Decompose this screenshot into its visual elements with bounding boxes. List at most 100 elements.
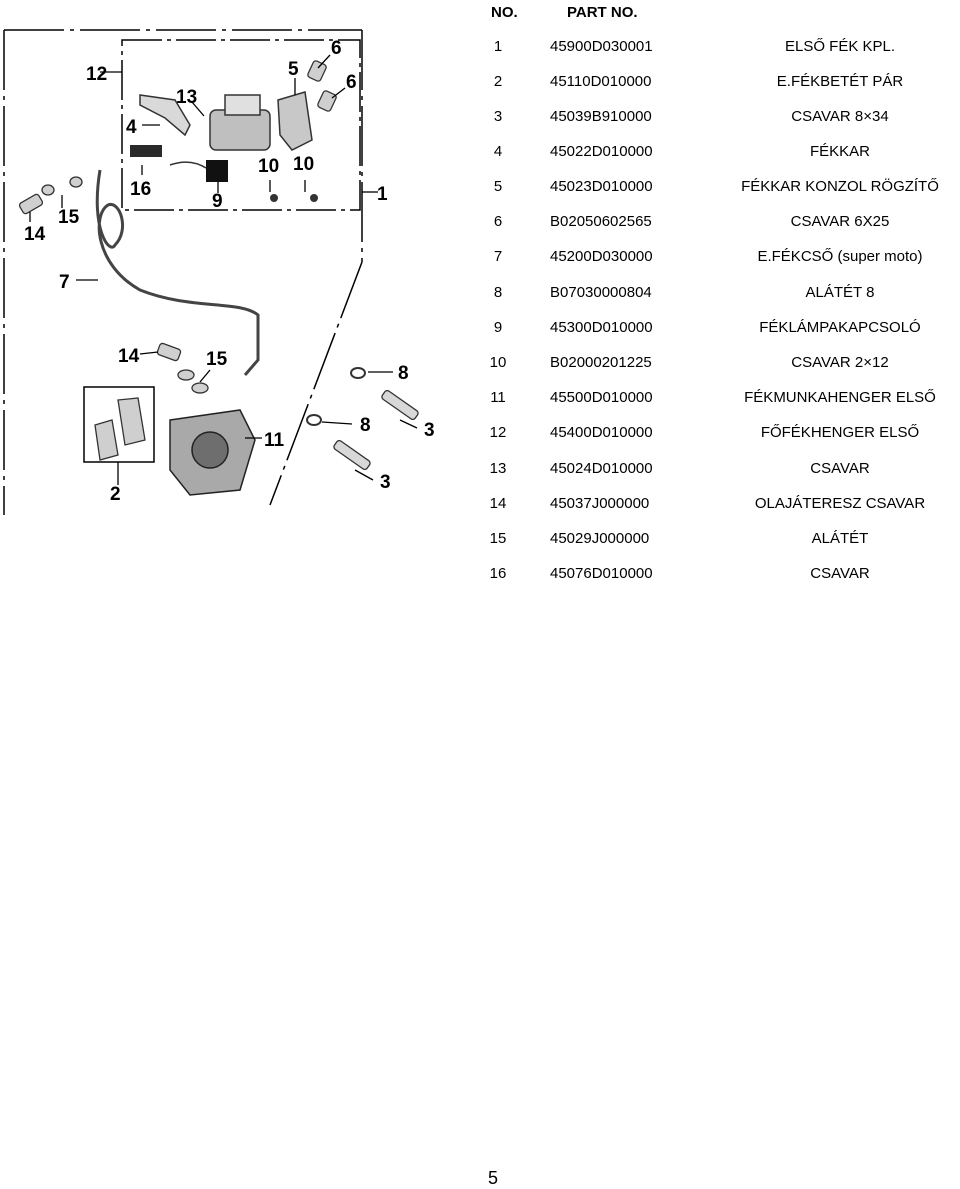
table-row: 7 45200D030000 E.FÉKCSŐ (super moto): [480, 248, 960, 283]
banjo-bolt-part: [18, 176, 83, 215]
callout-8: 8: [360, 415, 371, 436]
table-row: 5 45023D010000 FÉKKAR KONZOL RÖGZÍTŐ: [480, 178, 960, 213]
callout-15: 15: [58, 207, 80, 228]
row-description: FÉKKAR KONZOL RÖGZÍTŐ: [741, 178, 939, 195]
row-no: 6: [493, 213, 503, 230]
assembly-outline: [3, 29, 363, 515]
row-no: 10: [489, 354, 507, 371]
table-row: 16 45076D010000 CSAVAR: [480, 565, 960, 600]
row-no: 1: [493, 38, 503, 55]
small-screw-part: [270, 194, 318, 202]
callout-13: 13: [176, 87, 197, 108]
row-description: FŐFÉKHENGER ELSŐ: [760, 424, 920, 441]
master-cylinder-part: [209, 94, 271, 151]
caliper-bolt-part: [333, 389, 419, 471]
brake-hose-part: [95, 169, 260, 376]
bolt-part: [307, 60, 337, 112]
row-no: 7: [493, 248, 503, 265]
lower-banjo-bolt-part: [156, 342, 209, 394]
callout-11: 11: [264, 430, 285, 451]
exploded-parts-diagram: 1 2 3 3 4 5 6 6 7 8 8 9 10 10 11 12 13 1…: [0, 0, 480, 520]
row-no: 5: [493, 178, 503, 195]
row-part-no: 45200D030000: [550, 248, 653, 265]
leader-lines: [29, 54, 418, 485]
brake-switch-part: [169, 160, 228, 182]
table-row: 10 B02000201225 CSAVAR 2×12: [480, 354, 960, 389]
row-no: 4: [493, 143, 503, 160]
row-no: 8: [493, 284, 503, 301]
brake-pad-box: [83, 386, 155, 463]
row-part-no: 45900D030001: [550, 38, 653, 55]
row-part-no: 45076D010000: [550, 565, 653, 582]
callout-7: 7: [59, 272, 70, 293]
row-no: 2: [493, 73, 503, 90]
row-description: ELSŐ FÉK KPL.: [784, 38, 896, 55]
callout-8: 8: [398, 363, 409, 384]
callout-9: 9: [212, 191, 223, 212]
row-description: OLAJÁTERESZ CSAVAR: [754, 495, 926, 512]
row-description: CSAVAR 6X25: [790, 213, 890, 230]
row-description: ALÁTÉT 8: [805, 284, 875, 301]
callout-5: 5: [288, 59, 299, 80]
row-description: FÉKLÁMPAKAPCSOLÓ: [759, 319, 921, 336]
row-part-no: 45023D010000: [550, 178, 653, 195]
brake-pad-part: [94, 397, 146, 461]
row-no: 12: [489, 424, 507, 441]
row-part-no: 45039B910000: [550, 108, 652, 125]
callout-4: 4: [126, 117, 137, 138]
callout-12: 12: [86, 64, 107, 85]
callout-10: 10: [293, 154, 314, 175]
row-part-no: B07030000804: [550, 284, 652, 301]
diagram-svg: 1 2 3 3 4 5 6 6 7 8 8 9 10 10 11 12 13 1…: [3, 29, 435, 515]
row-no: 9: [493, 319, 503, 336]
callout-1: 1: [377, 184, 388, 205]
callout-2: 2: [110, 484, 121, 505]
page-number: 5: [487, 1168, 498, 1188]
row-description: E.FÉKCSŐ (super moto): [757, 248, 923, 265]
table-row: 9 45300D010000 FÉKLÁMPAKAPCSOLÓ: [480, 319, 960, 354]
table-row: 4 45022D010000 FÉKKAR: [480, 143, 960, 178]
washer-part: [306, 367, 366, 426]
screw-16-part: [130, 145, 162, 157]
callout-3: 3: [424, 420, 435, 441]
row-description: FÉKKAR: [809, 143, 870, 160]
callout-6: 6: [346, 72, 357, 93]
row-part-no: B02050602565: [550, 213, 652, 230]
row-description: CSAVAR: [810, 565, 870, 582]
row-description: CSAVAR 8×34: [791, 108, 889, 125]
callout-14: 14: [24, 224, 46, 245]
table-row: 8 B07030000804 ALÁTÉT 8: [480, 284, 960, 319]
callout-6: 6: [331, 38, 342, 59]
row-part-no: 45110D010000: [550, 73, 652, 90]
row-part-no: 45300D010000: [550, 319, 653, 336]
row-no: 15: [489, 530, 507, 547]
row-description: FÉKMUNKAHENGER ELSŐ: [744, 389, 936, 406]
callout-14: 14: [118, 346, 140, 367]
row-description: E.FÉKBETÉT PÁR: [776, 73, 904, 90]
row-part-no: 45037J000000: [550, 495, 650, 512]
row-description: CSAVAR: [810, 460, 870, 477]
table-row: 3 45039B910000 CSAVAR 8×34: [480, 108, 960, 143]
row-no: 16: [489, 565, 507, 582]
caliper-part: [169, 409, 256, 496]
callout-16: 16: [130, 179, 151, 200]
header-part-no: PART NO.: [567, 4, 638, 21]
row-description: CSAVAR 2×12: [791, 354, 889, 371]
callout-3: 3: [380, 472, 391, 493]
header-no: NO.: [491, 4, 518, 21]
table-row: 2 45110D010000 E.FÉKBETÉT PÁR: [480, 73, 960, 108]
row-no: 13: [489, 460, 507, 477]
row-part-no: 45022D010000: [550, 143, 653, 160]
row-part-no: B02000201225: [550, 354, 652, 371]
master-cylinder-group-frame: [121, 39, 361, 211]
table-row: 6 B02050602565 CSAVAR 6X25: [480, 213, 960, 248]
row-no: 3: [493, 108, 503, 125]
lever-bracket-part: [277, 91, 313, 151]
row-description: ALÁTÉT: [811, 530, 869, 547]
callout-15: 15: [206, 349, 228, 370]
